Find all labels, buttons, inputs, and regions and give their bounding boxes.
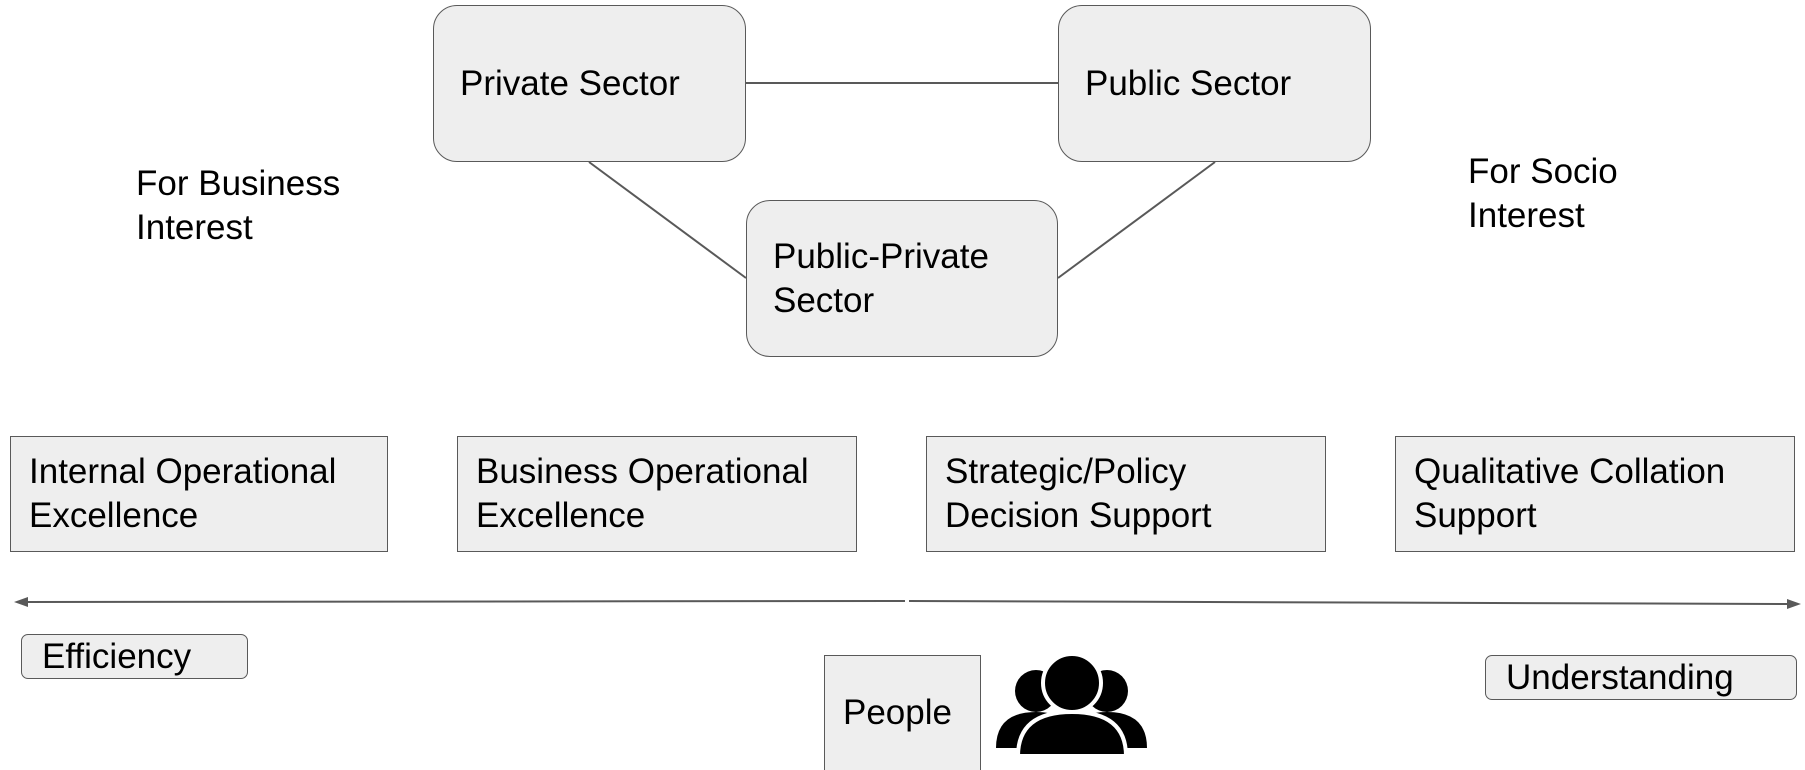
people-box: People — [824, 655, 981, 770]
public-private-sector-box: Public-Private Sector — [746, 200, 1058, 357]
efficiency-label: Efficiency — [42, 636, 192, 676]
person-center-body-icon — [1015, 709, 1129, 758]
left-arrowhead-icon — [14, 597, 28, 607]
private-sector-label: Private Sector — [460, 63, 680, 103]
person-center-head-icon — [1041, 652, 1103, 714]
public-sector-label: Public Sector — [1085, 63, 1292, 103]
business-interest-label: For Business Interest — [136, 164, 341, 247]
category-label-strategic: Strategic/Policy Decision Support — [945, 452, 1212, 535]
category-box-qualitative: Qualitative Collation Support — [1395, 436, 1795, 552]
public-sector-box: Public Sector — [1058, 5, 1371, 162]
category-box-business: Business Operational Excellence — [457, 436, 857, 552]
socio-interest-label: For Socio Interest — [1468, 152, 1618, 235]
category-label-business: Business Operational Excellence — [476, 452, 809, 535]
people-label: People — [843, 693, 952, 732]
right-arrowhead-icon — [1787, 599, 1801, 609]
understanding-badge: Understanding — [1485, 655, 1797, 700]
category-label-qualitative: Qualitative Collation Support — [1414, 452, 1726, 535]
private-sector-box: Private Sector — [433, 5, 746, 162]
category-label-internal: Internal Operational Excellence — [29, 452, 337, 535]
people-group-icon — [996, 652, 1147, 758]
private-to-public-private-link — [588, 161, 747, 279]
public-private-sector-label: Public-Private Sector — [773, 236, 989, 320]
category-box-strategic: Strategic/Policy Decision Support — [926, 436, 1326, 552]
category-box-internal: Internal Operational Excellence — [10, 436, 388, 552]
efficiency-badge: Efficiency — [21, 634, 248, 679]
spectrum-arrow-right-segment — [908, 600, 1789, 605]
understanding-label: Understanding — [1506, 657, 1734, 697]
spectrum-arrow-left-segment — [25, 600, 906, 603]
spectrum-arrow — [14, 597, 1801, 609]
public-to-public-private-link — [1057, 161, 1216, 279]
